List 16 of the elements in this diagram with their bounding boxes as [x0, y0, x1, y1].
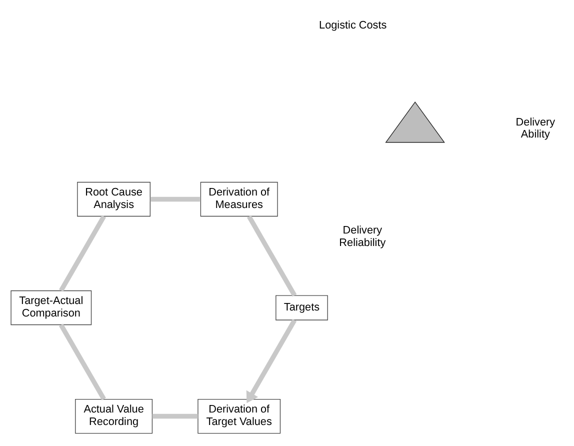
connector [58, 323, 106, 400]
label: Delivery Ability [516, 116, 556, 140]
node-box: Root Cause Analysis [77, 181, 151, 216]
label: Logistic Costs [319, 19, 387, 32]
node-box: Target-Actual Comparison [10, 290, 92, 325]
node-box: Derivation of Measures [200, 181, 278, 216]
connector [59, 214, 106, 292]
node-box: Derivation of Target Values [198, 398, 281, 434]
node-box: Targets [276, 294, 328, 320]
label: Delivery Reliability [339, 224, 386, 248]
node-triangle [385, 101, 445, 142]
connector [246, 214, 297, 296]
connector [150, 196, 201, 202]
node-box: Actual Value Recording [75, 398, 153, 434]
arrow [246, 318, 297, 403]
connector [152, 413, 198, 418]
